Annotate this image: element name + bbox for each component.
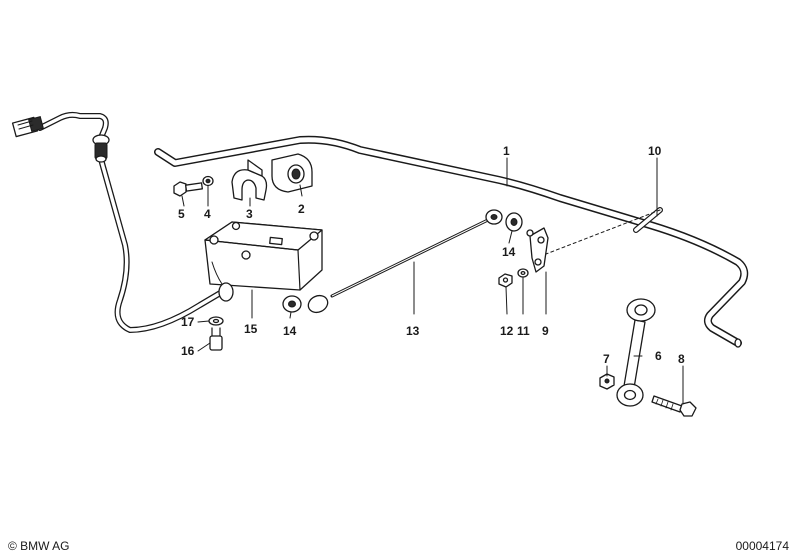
label-part-7: 7	[603, 352, 610, 366]
label-part-13: 13	[406, 324, 420, 338]
nut-12	[498, 273, 513, 288]
document-number: 00004174	[735, 539, 789, 553]
support-link	[616, 298, 656, 407]
bolt-16	[209, 327, 223, 351]
bolt-10	[545, 207, 663, 255]
level-sensor-box	[204, 221, 323, 302]
label-part-2: 2	[298, 202, 305, 216]
harness-grommet	[92, 134, 110, 163]
label-part-9: 9	[542, 324, 549, 338]
washer-11	[517, 268, 529, 278]
connector-plug	[11, 116, 44, 138]
label-part-16: 16	[181, 344, 195, 358]
bushing-14-right	[505, 212, 523, 232]
label-part-4: 4	[204, 207, 211, 221]
label-part-6: 6	[655, 349, 662, 363]
linkage-rod	[307, 209, 503, 314]
bracket-lever	[526, 227, 549, 273]
label-part-12: 12	[500, 324, 514, 338]
label-part-3: 3	[246, 207, 253, 221]
washer-17	[208, 316, 224, 326]
label-part-15: 15	[244, 322, 258, 336]
label-part-17: 17	[181, 315, 195, 329]
bolt-8	[651, 395, 697, 417]
wiring-harness	[11, 111, 225, 333]
bushing-2	[271, 153, 313, 193]
label-part-8: 8	[678, 352, 685, 366]
bolt-5	[173, 181, 203, 197]
stabilizer-bar	[154, 135, 749, 348]
label-part-5: 5	[178, 207, 185, 221]
bar-clamp-3	[231, 159, 268, 201]
copyright-text: © BMW AG	[8, 539, 70, 553]
label-part-14-right: 14	[502, 245, 516, 259]
bushing-14-left	[282, 295, 302, 313]
label-part-1: 1	[503, 144, 510, 158]
nut-4	[202, 175, 214, 187]
label-part-14-left: 14	[283, 324, 297, 338]
leader-lines	[181, 157, 684, 405]
label-part-10: 10	[648, 144, 662, 158]
label-part-11: 11	[517, 324, 530, 338]
